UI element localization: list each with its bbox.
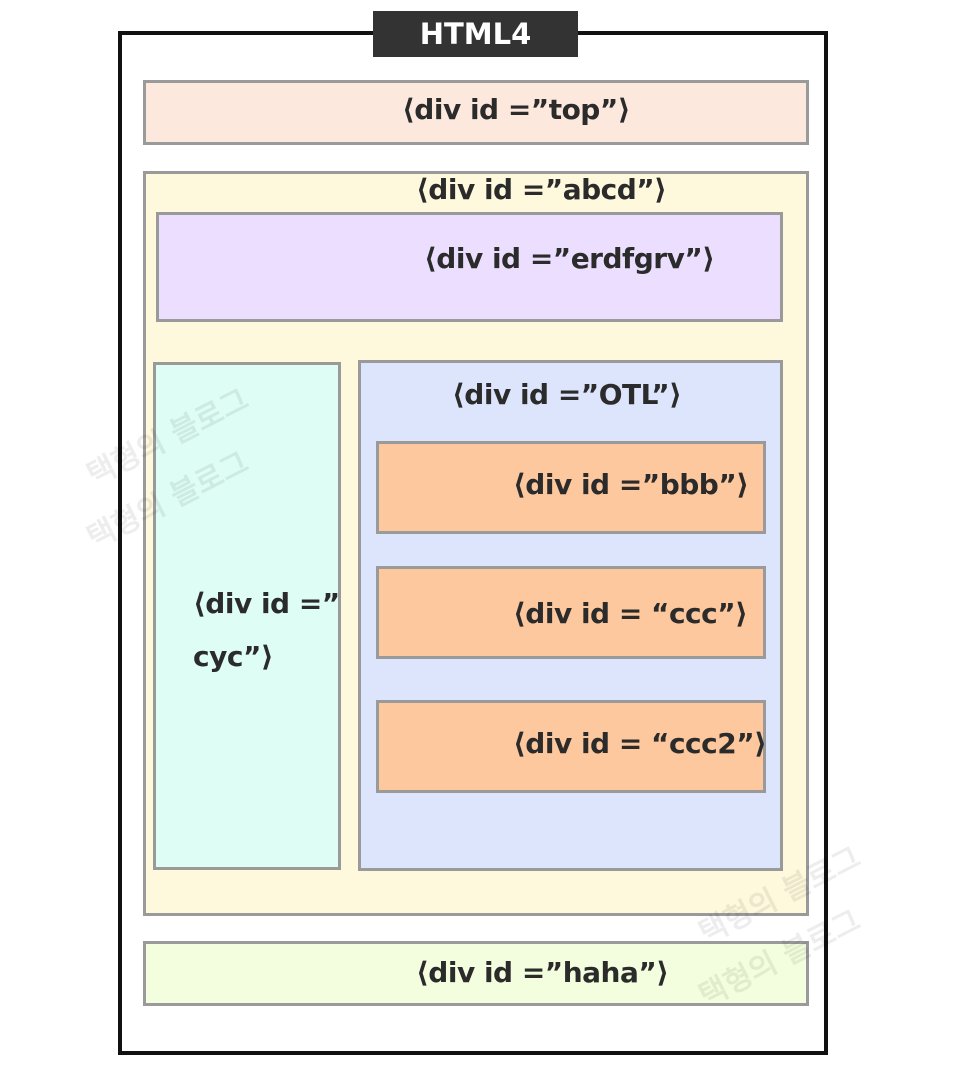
div-ccc2-label: ⟨div id = “ccc2”⟩ — [513, 727, 767, 760]
div-top-label: ⟨div id =”top”⟩ — [402, 93, 631, 126]
div-erdfgrv-box — [156, 212, 783, 322]
div-top-box — [143, 80, 809, 145]
div-cyc-label-line1: ⟨div id =” — [193, 587, 340, 620]
div-bbb-label: ⟨div id =”bbb”⟩ — [513, 468, 749, 501]
div-ccc-box — [376, 566, 766, 659]
div-cyc-label-line2: cyc”⟩ — [193, 640, 274, 673]
div-ccc-label: ⟨div id = “ccc”⟩ — [513, 597, 748, 630]
div-haha-label: ⟨div id =”haha”⟩ — [416, 956, 669, 989]
div-haha-box — [143, 941, 809, 1006]
div-OTL-label: ⟨div id =”OTL”⟩ — [452, 378, 682, 411]
div-abcd-label: ⟨div id =”abcd”⟩ — [416, 173, 667, 206]
html4-title: HTML4 — [373, 11, 578, 57]
div-erdfgrv-label: ⟨div id =”erdfgrv”⟩ — [424, 242, 715, 275]
div-bbb-box — [376, 441, 766, 534]
div-cyc-box — [153, 362, 341, 870]
div-ccc2-box — [376, 700, 766, 793]
